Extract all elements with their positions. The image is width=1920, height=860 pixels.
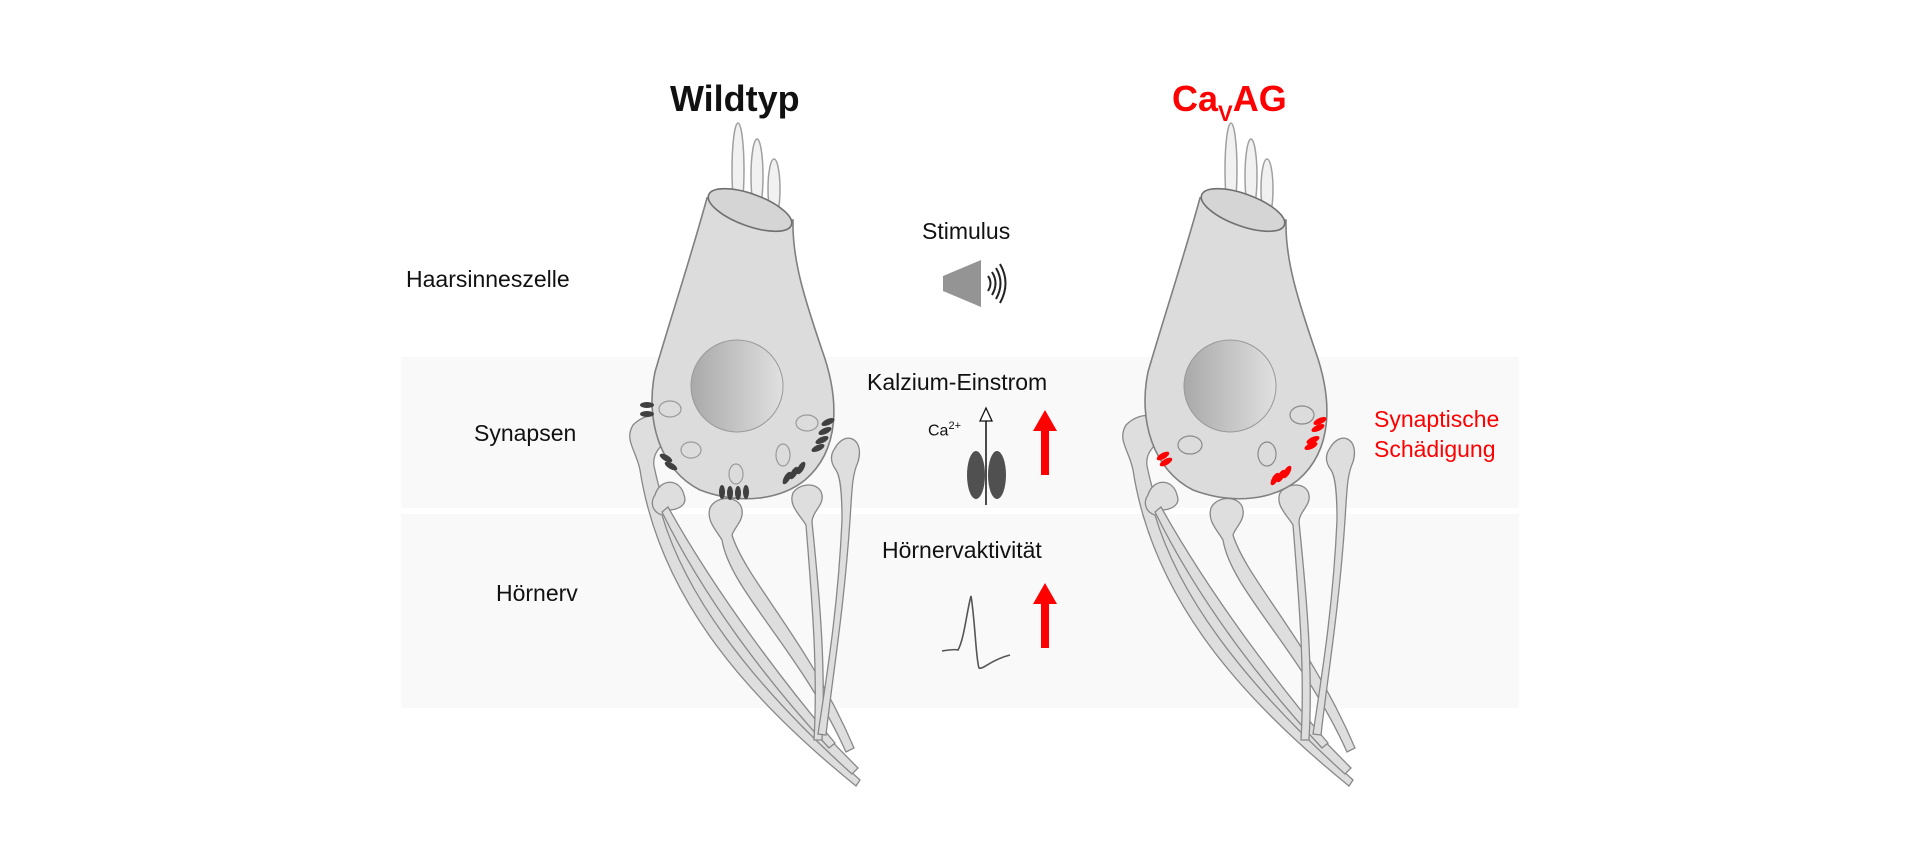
calcium-influx-label: Kalzium-Einstrom (867, 369, 1048, 395)
mutant-hair-cell (1122, 122, 1356, 787)
calcium-ion-charge: 2+ (948, 420, 961, 432)
speaker-icon (943, 260, 1007, 307)
nerve-activity-increase-arrow-icon (1033, 583, 1057, 648)
synaptic-ribbons (640, 402, 835, 500)
calcium-increase-arrow-icon (1033, 410, 1057, 475)
nucleus (690, 339, 784, 433)
nucleus (1183, 339, 1277, 433)
mutant-title-subscript: V (1218, 101, 1233, 126)
stimulus-label: Stimulus (922, 218, 1011, 244)
calcium-channel-icon (967, 406, 1006, 505)
row-label-auditory-nerve: Hörnerv (496, 580, 578, 606)
nerve-activity-label: Hörnervaktivität (882, 537, 1042, 563)
nerve-fibers (1122, 414, 1356, 787)
cell-apex (1200, 187, 1286, 233)
calcium-ion-label: Ca2+ (928, 420, 961, 440)
synaptic-damage-line2: Schädigung (1374, 436, 1496, 462)
calcium-ion-symbol: Ca (928, 422, 949, 440)
damaged-synaptic-ribbons (1156, 416, 1327, 486)
wildtype-hair-cell (629, 122, 861, 787)
vesicle-clusters (658, 400, 819, 485)
wildtype-title: Wildtyp (670, 78, 800, 119)
vesicle-clusters (1177, 405, 1315, 467)
mutant-title-main: Ca (1172, 78, 1219, 119)
action-potential-icon (941, 595, 1011, 670)
nerve-fibers (629, 414, 861, 787)
row-label-synapses: Synapsen (474, 420, 577, 446)
row-label-hair-cell: Haarsinneszelle (406, 266, 570, 292)
mutant-title-suffix: AG (1232, 78, 1287, 119)
synaptic-damage-annotation: Synaptische Schädigung (1374, 404, 1499, 464)
cell-apex (707, 187, 793, 233)
synapse-band (401, 357, 1519, 508)
synaptic-damage-line1: Synaptische (1374, 406, 1500, 432)
mutant-title: CaVAG (1172, 78, 1287, 127)
